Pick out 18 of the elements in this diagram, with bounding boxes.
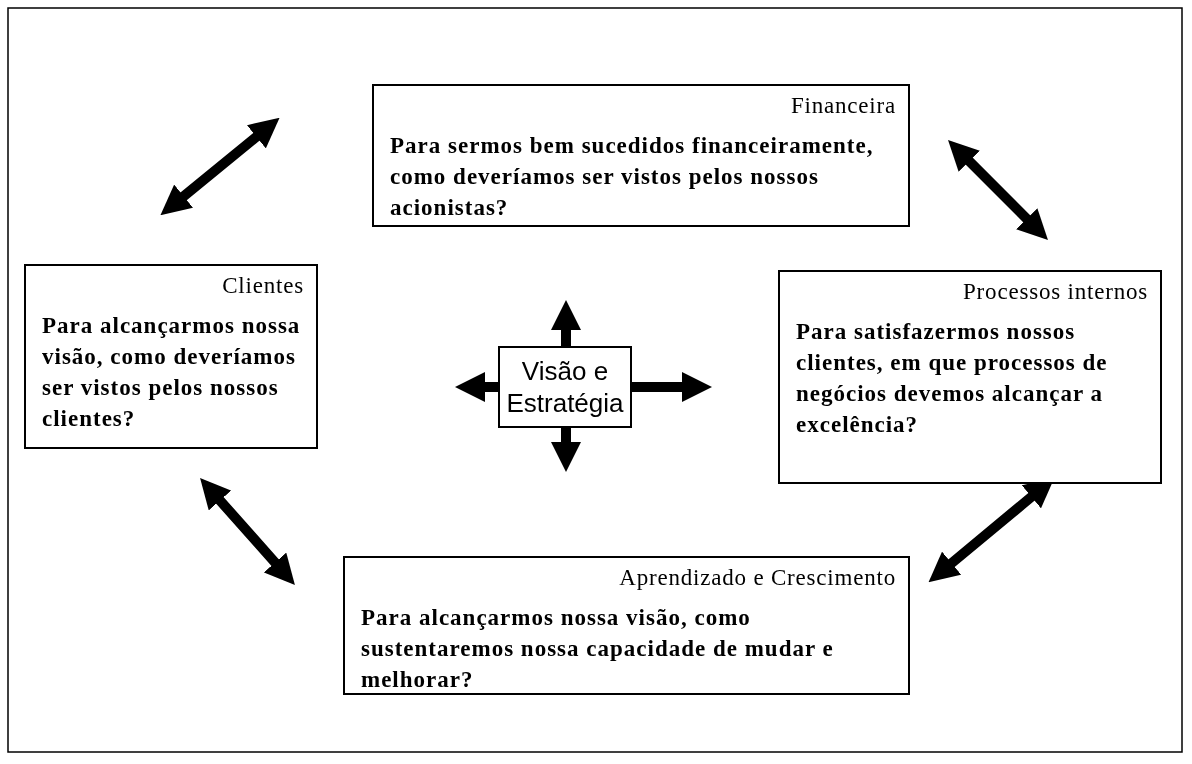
perspective-question: Para satisfazermos nossos clientes, em que processos de negócios devemos alcançar a excelência? [795, 318, 1109, 439]
perspective-title: Financeira [789, 92, 897, 120]
arrow [551, 428, 581, 472]
arrow [455, 372, 498, 402]
perspective-question: Para sermos bem sucedidos financeiramente, como deveríamos ser vistos pelos nossos acionistas? [389, 132, 875, 222]
perspective-box [343, 556, 910, 695]
perspective-title: Aprendizado e Crescimento [618, 564, 897, 592]
perspective-title: Clientes [221, 272, 305, 300]
perspective-box [24, 264, 318, 449]
perspective-question: Para alcançarmos nossa visão, como sustentaremos nossa capacidade de mudar e melhorar? [360, 604, 835, 694]
arrow [551, 300, 581, 346]
center-box [498, 346, 632, 428]
arrow [632, 372, 712, 402]
center-title: Visão e Estratégia [505, 355, 625, 419]
perspective-title: Processos internos [962, 278, 1149, 306]
perspective-box [778, 270, 1162, 484]
perspective-box [372, 84, 910, 227]
perspective-question: Para alcançarmos nossa visão, como deveríamos ser vistos pelos nossos clientes? [41, 312, 302, 433]
